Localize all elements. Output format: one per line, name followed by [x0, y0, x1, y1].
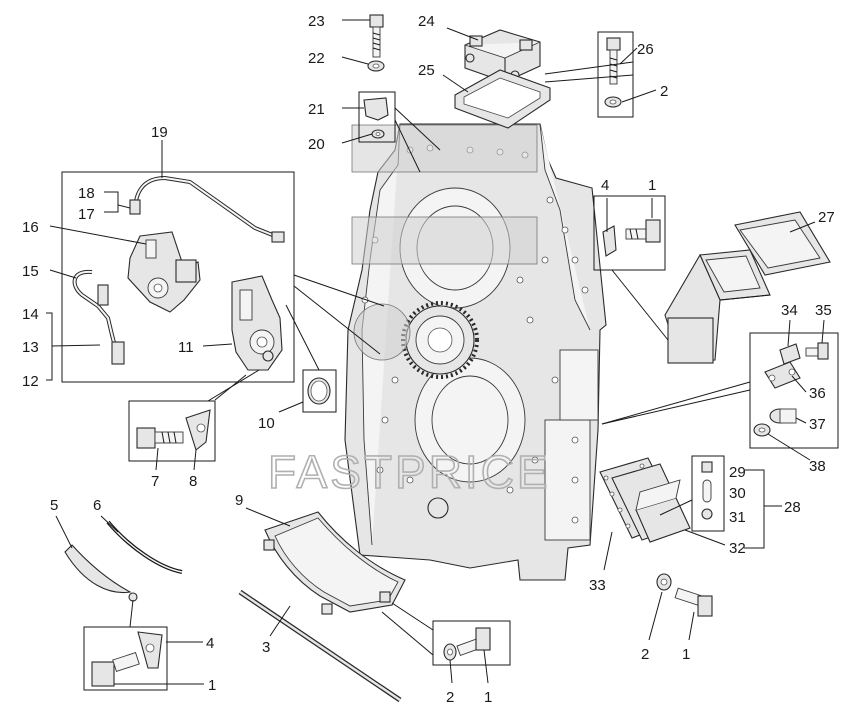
- plug-37: [769, 408, 797, 424]
- plate-36: [764, 361, 801, 389]
- sensor-11: [231, 275, 283, 371]
- callout-25: 25: [418, 62, 435, 79]
- callout-35: 35: [815, 302, 832, 319]
- bolt-35: [805, 342, 829, 360]
- callout-26: 26: [637, 41, 654, 58]
- callout-29: 29: [729, 464, 746, 481]
- gasket-25: [454, 69, 551, 129]
- leader-lines: [46, 19, 825, 685]
- bolt-1-bottom: [91, 652, 140, 687]
- callout-15: 15: [22, 263, 39, 280]
- callout-3: 3: [262, 639, 270, 656]
- callout-2-center: 2: [446, 689, 454, 706]
- callout-13: 13: [22, 339, 39, 356]
- callout-27: 27: [818, 209, 835, 226]
- highlight-upper-bore: [351, 216, 538, 265]
- callout-17: 17: [78, 206, 95, 223]
- bolt-1-box-top: [593, 195, 666, 271]
- cover-32: [611, 463, 691, 543]
- part-29: [701, 461, 713, 473]
- bolt-23: [369, 14, 384, 58]
- callout-6: 6: [93, 497, 101, 514]
- callout-32: 32: [729, 540, 746, 557]
- bolt-7-box: [128, 400, 216, 462]
- callout-12: 12: [22, 373, 39, 390]
- callout-31: 31: [729, 509, 746, 526]
- bolt-1-box-bottom: [83, 626, 168, 691]
- callout-9: 9: [235, 492, 243, 509]
- bolt-1-right: [674, 587, 713, 617]
- sensor-16: [127, 231, 201, 313]
- seal-kit-28-box: [691, 455, 725, 532]
- callout-2-right: 2: [641, 646, 649, 663]
- callout-36: 36: [809, 385, 826, 402]
- callout-24: 24: [418, 13, 435, 30]
- callout-1-center: 1: [484, 689, 492, 706]
- plate-21: [363, 97, 389, 121]
- callout-28: 28: [784, 499, 801, 516]
- cover-24: [464, 29, 541, 83]
- gearbox-housing: [344, 123, 607, 581]
- callout-10: 10: [258, 415, 275, 432]
- strip-6: [106, 520, 183, 574]
- callout-21: 21: [308, 101, 325, 118]
- callout-23: 23: [308, 13, 325, 30]
- callout-38: 38: [809, 458, 826, 475]
- callout-20: 20: [308, 136, 325, 153]
- plate-21-group: [358, 91, 396, 143]
- callout-37: 37: [809, 416, 826, 433]
- shield-5: [64, 544, 132, 594]
- callout-4-bottom: 4: [206, 635, 214, 652]
- bolt-7: [136, 427, 184, 449]
- o-ring-10-box: [302, 369, 337, 413]
- callout-1-bottom: 1: [208, 677, 216, 694]
- part-31: [701, 508, 713, 520]
- bolt-1-top: [625, 219, 661, 243]
- callout-34: 34: [781, 302, 798, 319]
- callout-11: 11: [178, 339, 194, 356]
- plate-4-top: [602, 225, 617, 257]
- part-30: [702, 479, 712, 503]
- callout-4-top: 4: [601, 177, 609, 194]
- callout-labels: 23 22 21 20 24 25 26 2 19 18 17 16 15 14…: [22, 13, 835, 706]
- callout-1-right: 1: [682, 646, 690, 663]
- plate-34: [779, 343, 801, 365]
- bracket-27: [664, 211, 831, 364]
- callout-2-top: 2: [660, 83, 668, 100]
- bolt-1-box-center: [432, 620, 511, 666]
- pipe-19: [129, 175, 285, 243]
- callout-14: 14: [22, 306, 39, 323]
- callout-33: 33: [589, 577, 606, 594]
- bolt-1-center: [456, 627, 491, 657]
- callout-7: 7: [151, 473, 159, 490]
- sensor-assembly-box: [61, 171, 295, 383]
- callout-16: 16: [22, 219, 39, 236]
- callout-22: 22: [308, 50, 325, 67]
- watermark: FASTPRICE: [268, 446, 551, 498]
- callout-8: 8: [189, 473, 197, 490]
- bolt-26-group: [597, 31, 634, 118]
- callout-19: 19: [151, 124, 168, 141]
- highlight-sensor-port: [353, 303, 411, 361]
- callout-1-top: 1: [648, 177, 656, 194]
- callout-30: 30: [729, 485, 746, 502]
- pipe-15: [72, 269, 125, 365]
- callout-5: 5: [50, 497, 58, 514]
- shield-9: [263, 511, 406, 615]
- callout-18: 18: [78, 185, 95, 202]
